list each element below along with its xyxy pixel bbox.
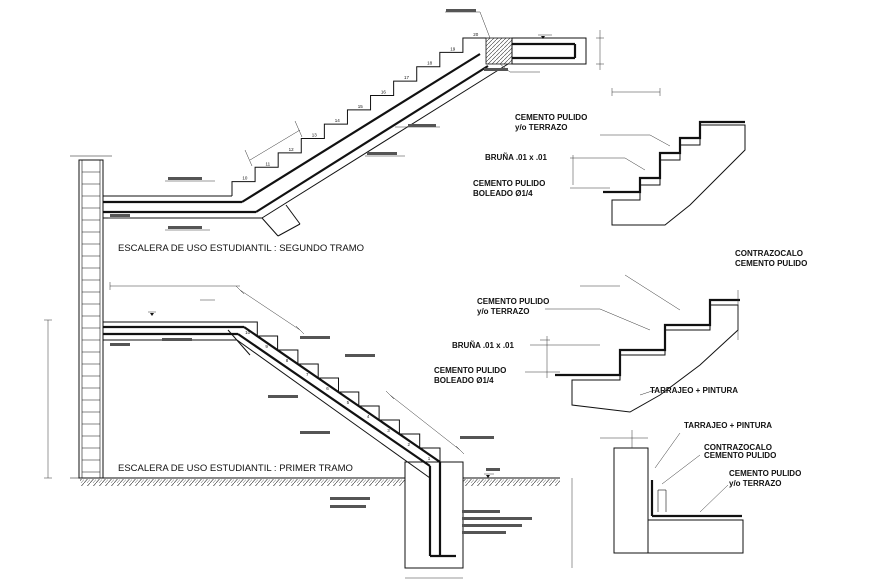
- lower-step-number: 3: [387, 428, 390, 433]
- upper-step-number: 13: [312, 133, 318, 138]
- lower-step-number: 8: [286, 358, 289, 363]
- d2-finish-2: y/o TERRAZO: [477, 307, 529, 316]
- lower-step-number: 7: [306, 372, 309, 377]
- upper-step-numbers: 10 11 12 13 14 15 16 17 18 19 20: [242, 32, 478, 181]
- lower-step-number: 10: [245, 330, 251, 335]
- upper-step-number: 19: [450, 46, 456, 51]
- d1-finish-2: y/o TERRAZO: [515, 123, 567, 132]
- lower-step-number: 1: [428, 456, 431, 461]
- d3-finish-1: CEMENTO PULIDO: [729, 469, 801, 478]
- detail-1: [570, 88, 746, 226]
- lower-step-number: 9: [265, 344, 268, 349]
- ground-line: [80, 477, 560, 486]
- d3-finish-2: y/o TERRAZO: [729, 479, 781, 488]
- detail-3: [600, 430, 744, 554]
- upper-step-number: 14: [335, 118, 341, 123]
- d2-boleado-1: CEMENTO PULIDO: [434, 366, 506, 375]
- upper-flight: [103, 11, 604, 237]
- upper-step-number: 10: [242, 176, 248, 181]
- lower-flight-title: ESCALERA DE USO ESTUDIANTIL : PRIMER TRA…: [118, 463, 353, 474]
- d2-finish-1: CEMENTO PULIDO: [477, 297, 549, 306]
- d2-boleado-2: BOLEADO Ø1/4: [434, 376, 494, 385]
- d1-finish-1: CEMENTO PULIDO: [515, 113, 587, 122]
- lower-step-number: 2: [408, 442, 411, 447]
- upper-step-number: 12: [289, 147, 295, 152]
- upper-step-number: 11: [266, 161, 271, 166]
- lower-step-number: 6: [326, 386, 329, 391]
- upper-step-number: 20: [473, 32, 479, 37]
- lower-step-numbers: 10 9 8 7 6 5 4 3 2 1: [245, 330, 431, 461]
- lower-step-number: 4: [367, 414, 370, 419]
- d1-boleado-1: CEMENTO PULIDO: [473, 179, 545, 188]
- upper-step-number: 18: [427, 61, 433, 66]
- d3-contrazocalo-2: CEMENTO PULIDO: [704, 451, 776, 460]
- upper-flight-title: ESCALERA DE USO ESTUDIANTIL : SEGUNDO TR…: [118, 243, 364, 254]
- detail-2: [525, 274, 740, 413]
- d3-tarrajeo: TARRAJEO + PINTURA: [684, 421, 772, 430]
- lower-flight: [44, 282, 573, 579]
- d2-bruna: BRUÑA .01 x .01: [452, 341, 515, 350]
- lower-step-number: 5: [347, 400, 350, 405]
- d1-boleado-2: BOLEADO Ø1/4: [473, 189, 533, 198]
- d2-contrazocalo-2: CEMENTO PULIDO: [735, 259, 807, 268]
- d1-bruna: BRUÑA .01 x .01: [485, 153, 548, 162]
- d2-contrazocalo-1: CONTRAZOCALO: [735, 249, 803, 258]
- upper-step-number: 15: [358, 104, 364, 109]
- d2-tarrajeo: TARRAJEO + PINTURA: [650, 386, 738, 395]
- brick-wall: [70, 155, 112, 479]
- upper-step-number: 16: [381, 90, 387, 95]
- d3-contrazocalo-1: CONTRAZOCALO: [704, 443, 772, 452]
- rebar-annotations: [110, 9, 532, 534]
- upper-step-number: 17: [404, 75, 410, 80]
